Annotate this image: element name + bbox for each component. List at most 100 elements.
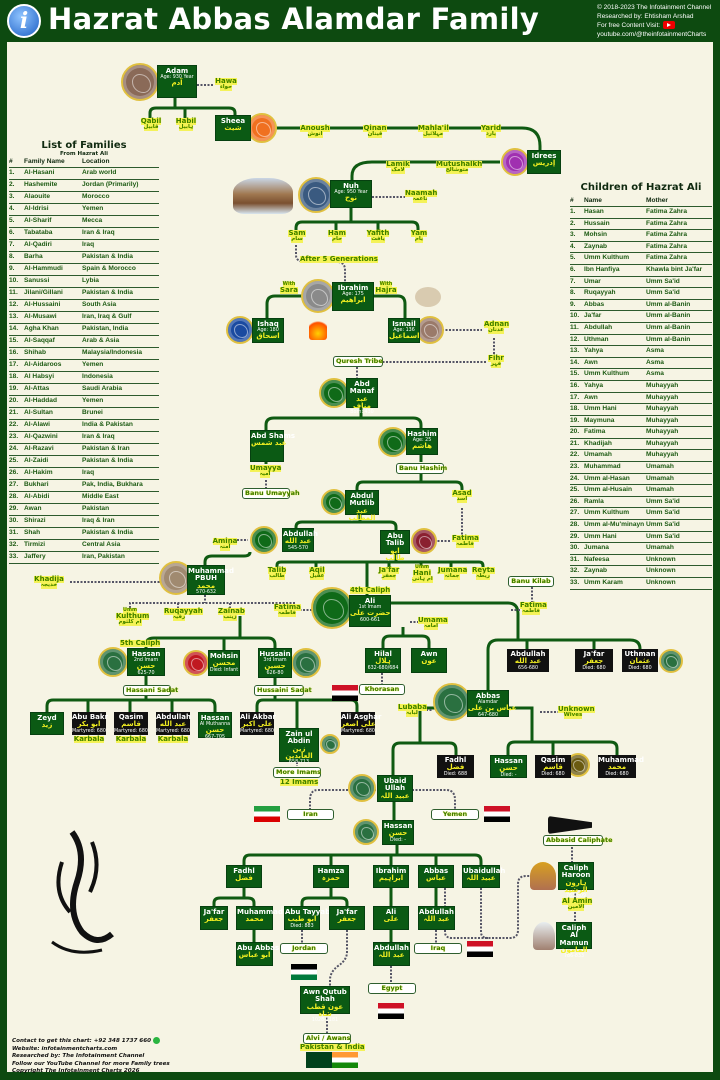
group-tag-khorasan[interactable]: Khorasan — [359, 684, 405, 695]
row-value: Unknown — [646, 567, 676, 575]
col-family-name: Family Name — [24, 158, 65, 165]
group-tag-egypt[interactable]: Egypt — [368, 983, 416, 994]
youtube-link[interactable]: youtube.com/@theinfotainmentCharts — [597, 31, 707, 38]
group-tag-more-imams[interactable]: More Imams — [273, 767, 321, 778]
group-tag-banu-umayyah[interactable]: Banu Umayyah — [242, 488, 300, 499]
row-name: Muhammad — [584, 463, 621, 471]
group-tag-abbasid[interactable]: Abbasid Caliphate — [543, 835, 613, 846]
node-name: Zain ul Abdin — [285, 730, 313, 746]
youtube-icon[interactable] — [663, 21, 676, 30]
group-tag-iran[interactable]: Iran — [287, 809, 334, 820]
hussain-calligraphy-icon — [291, 648, 321, 678]
node-ar: فہر — [490, 361, 502, 369]
row-name: Umamah — [584, 451, 612, 459]
row-number: 9. — [9, 265, 15, 272]
ibrahim-calligraphy-icon — [301, 279, 335, 313]
whatsapp-icon[interactable] — [152, 1037, 160, 1044]
group-tag-alvi[interactable]: Alvi / Awans — [303, 1033, 351, 1044]
node-name: Alvi / Awans — [306, 1034, 351, 1042]
group-tag-hussaini-sadat[interactable]: Hussaini Sadat — [254, 685, 312, 696]
website-line[interactable]: Website: infotainmentcharts.com — [12, 1045, 118, 1052]
group-tag-yemen[interactable]: Yemen — [431, 809, 479, 820]
node-ar: عبد شمس — [251, 439, 287, 448]
group-tag-quresh[interactable]: Quresh Tribe — [333, 356, 383, 367]
row-value: Umm Sa'id — [646, 289, 680, 297]
india-flag — [332, 1052, 358, 1068]
visit-label: For free Content Visit: — [597, 22, 661, 29]
node-ar: حام — [331, 236, 343, 244]
node-name: Kulthum — [116, 612, 150, 621]
node-ar: ابراہیم — [378, 874, 404, 883]
group-tag-banu-kilab[interactable]: Banu Kilab — [508, 576, 554, 587]
info-icon[interactable]: i — [7, 4, 41, 38]
group-tag-jordan[interactable]: Jordan — [280, 943, 328, 954]
group-tag-banu-hashim[interactable]: Banu Hashim — [396, 463, 447, 474]
row-value: Middle East — [82, 493, 119, 500]
group-tag-iraq[interactable]: Iraq — [414, 943, 462, 954]
group-tag-hassani-sadat[interactable]: Hassani Sadat — [123, 685, 178, 696]
row-number: 4. — [570, 242, 576, 250]
